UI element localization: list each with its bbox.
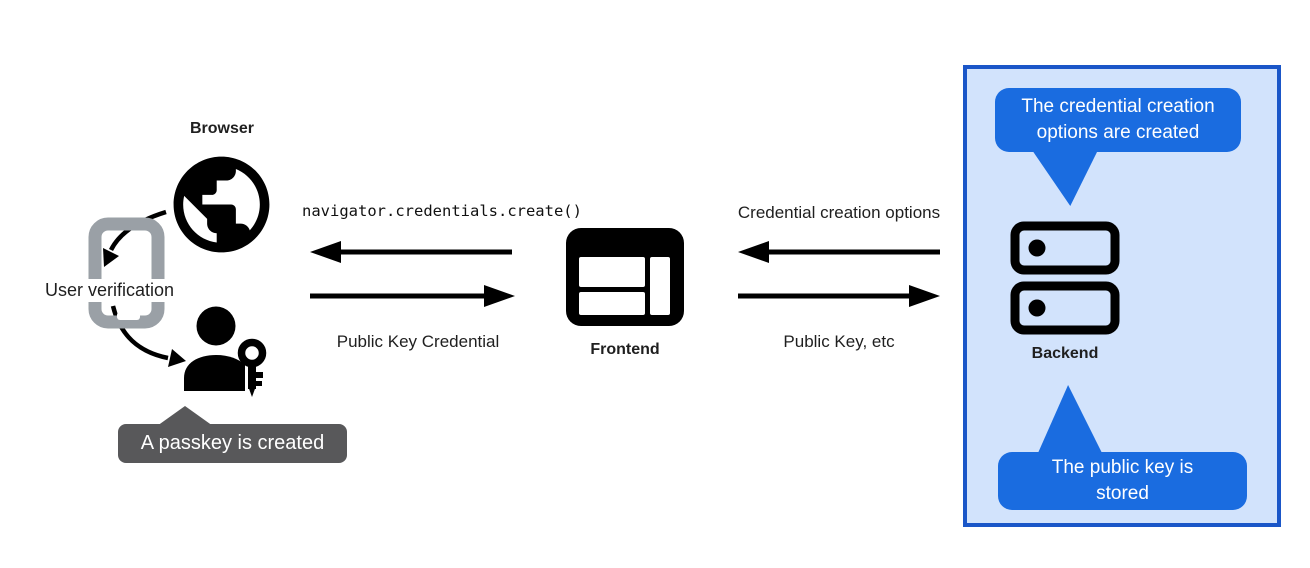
credential-options-bubble: The credential creation options are crea… bbox=[995, 88, 1241, 152]
user-verification-label: User verification bbox=[42, 279, 178, 302]
passkey-callout: A passkey is created bbox=[118, 424, 347, 463]
arrow-browser-to-frontend bbox=[310, 285, 515, 307]
frontend-label: Frontend bbox=[590, 341, 660, 358]
backend-label: Backend bbox=[1031, 345, 1099, 362]
credentials-create-code-label: navigator.credentials.create() bbox=[302, 202, 582, 220]
arrow-frontend-to-backend bbox=[738, 285, 940, 307]
public-key-etc-label: Public Key, etc bbox=[783, 332, 895, 351]
public-key-credential-label: Public Key Credential bbox=[336, 332, 500, 351]
server-stack-icon bbox=[1010, 221, 1120, 335]
smartphone-icon bbox=[88, 217, 165, 329]
arrow-frontend-to-browser bbox=[310, 241, 512, 263]
public-key-stored-bubble: The public key is stored bbox=[998, 452, 1247, 510]
credential-options-bubble-text: The credential creation options are crea… bbox=[1021, 96, 1215, 143]
person-with-key-icon bbox=[184, 306, 267, 397]
browser-label: Browser bbox=[189, 120, 255, 137]
browser-window-icon bbox=[566, 228, 684, 326]
credential-creation-options-label: Credential creation options bbox=[737, 203, 941, 222]
arrow-backend-to-frontend bbox=[738, 241, 940, 263]
arrow-phone-to-person bbox=[110, 305, 186, 367]
public-key-stored-bubble-text: The public key is stored bbox=[1051, 457, 1194, 504]
passkey-callout-text: A passkey is created bbox=[140, 432, 325, 454]
globe-browser-icon bbox=[173, 156, 270, 253]
